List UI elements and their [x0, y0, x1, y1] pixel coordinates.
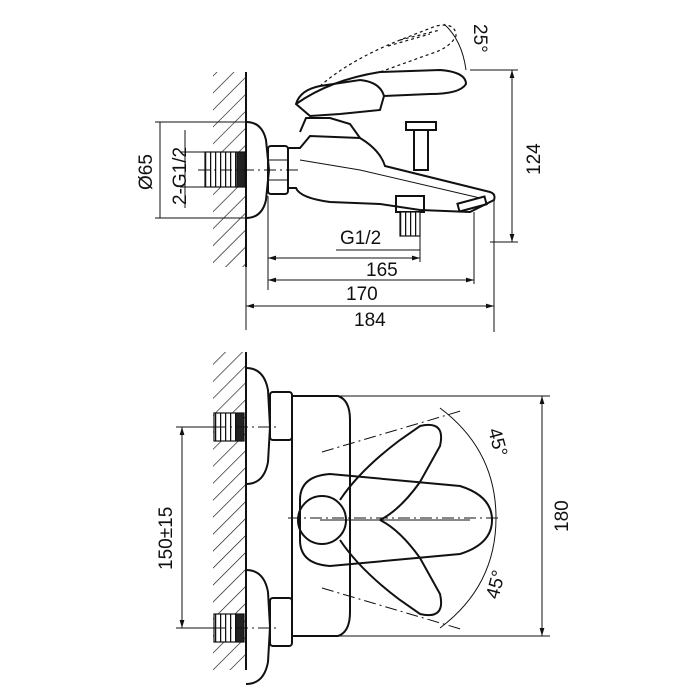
lever-rotated-up [339, 424, 442, 521]
diverter-knob [405, 121, 437, 131]
outlet-thread-side [399, 211, 421, 237]
lever-rotated-down [339, 519, 442, 616]
thread-inlets-label: 2-G1/2 [170, 147, 191, 205]
center-distance-label: 150±15 [156, 507, 177, 570]
angle-lever-label: 25° [469, 24, 490, 53]
height-label: 124 [524, 143, 545, 175]
dim-b-label: 170 [346, 284, 378, 305]
angle-up-label: 45° [483, 426, 511, 459]
side-view: 25° Ø65 2-G1/2 124 G1/2 165 [136, 23, 545, 332]
dim-c-label: 184 [354, 310, 386, 331]
thread-outlet-label: G1/2 [340, 228, 381, 249]
mixer-body-top [291, 395, 351, 637]
angle-down-label: 45° [483, 568, 511, 601]
length-label: 180 [552, 500, 573, 532]
dim-a-label: 165 [366, 260, 398, 281]
top-view: 45° 45° 150±15 180 [156, 352, 573, 685]
lever-raised-dotted [319, 24, 457, 87]
dia-flange-label: Ø65 [136, 154, 157, 190]
mixer-body-side [287, 134, 496, 214]
lever-side [295, 68, 468, 105]
lever-top [299, 472, 494, 568]
